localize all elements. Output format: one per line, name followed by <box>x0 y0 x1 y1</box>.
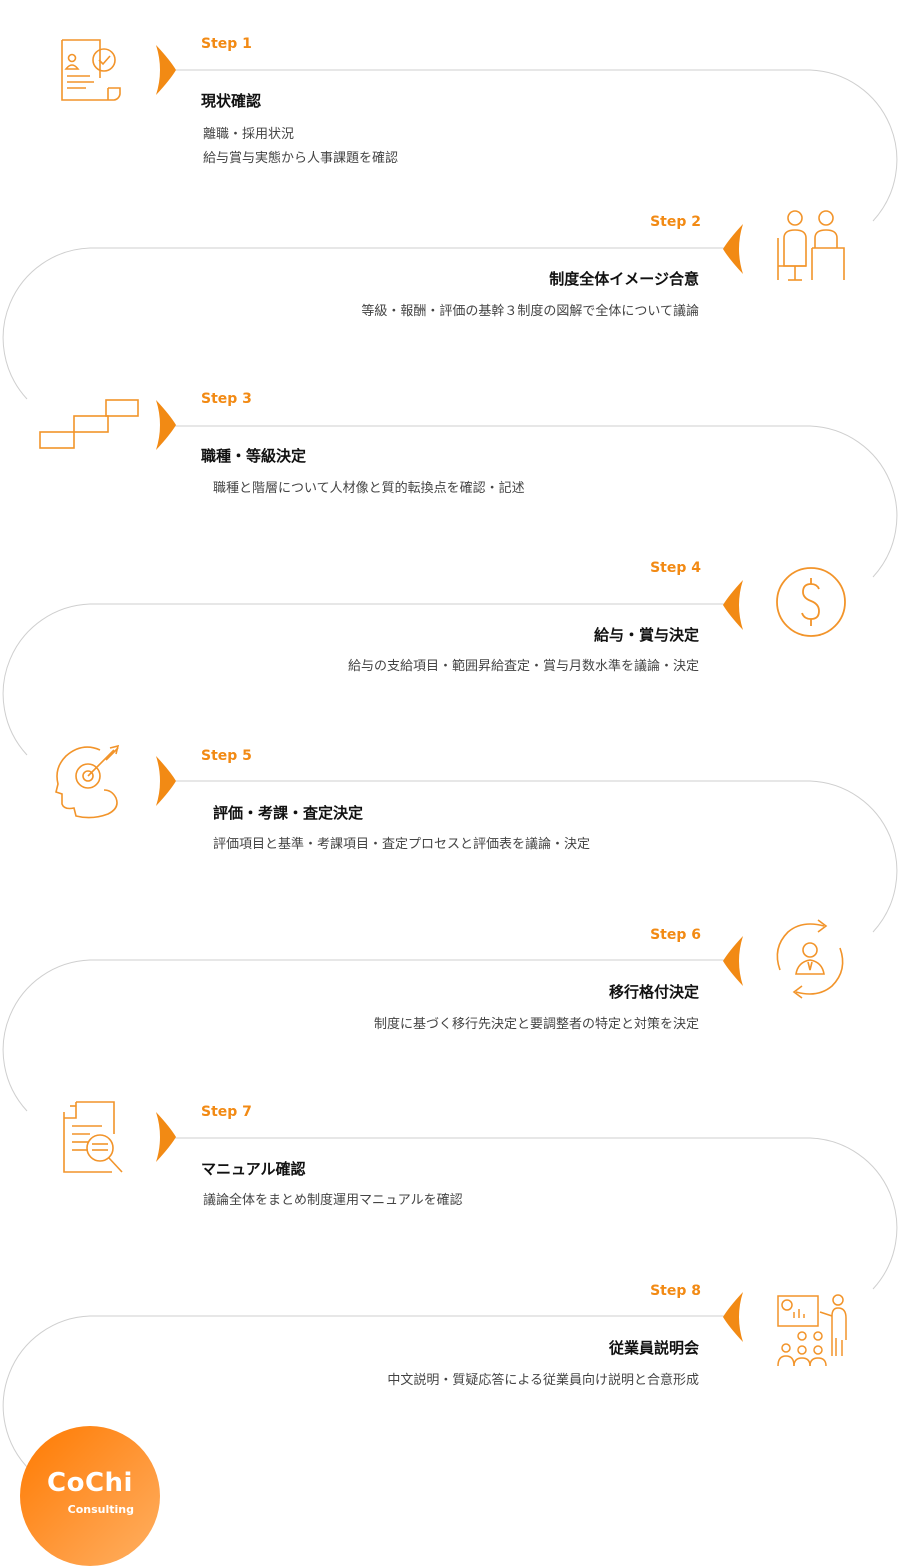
stairs-icon <box>39 399 139 449</box>
head-target-icon <box>55 744 120 819</box>
logo-main-text: CoChi <box>47 1468 133 1498</box>
step7-title: マニュアル確認 <box>201 1160 306 1178</box>
step2-title: 制度全体イメージ合意 <box>549 270 699 288</box>
step1-desc-line2: 給与賞与実態から人事課題を確認 <box>203 151 399 166</box>
step7-desc: 議論全体をまとめ制度運用マニュアルを確認 <box>203 1189 463 1213</box>
step8-arrow <box>723 1292 743 1342</box>
step5-desc-line1: 評価項目と基準・考課項目・査定プロセスと評価表を議論・決定 <box>213 837 591 852</box>
step3-desc: 職種と階層について人材像と質的転換点を確認・記述 <box>213 477 525 501</box>
step6-desc-line1: 制度に基づく移行先決定と要調整者の特定と対策を決定 <box>373 1017 699 1032</box>
step8-desc: 中文説明・質疑応答による従業員向け説明と合意形成 <box>387 1369 699 1393</box>
step1-desc: 離職・採用状況 給与賞与実態から人事課題を確認 <box>203 123 398 171</box>
step3-arrow <box>156 400 176 450</box>
step4-title: 給与・賞与決定 <box>593 626 699 644</box>
step1-arrow <box>156 45 176 95</box>
step3-label: Step 3 <box>201 391 252 407</box>
step2-desc: 等級・報酬・評価の基幹３制度の図解で全体について議論 <box>361 300 699 324</box>
step7-label: Step 7 <box>201 1104 252 1120</box>
logo-sub-text: Consulting <box>67 1503 134 1516</box>
step6-label: Step 6 <box>650 927 701 943</box>
step2-label: Step 2 <box>650 214 701 230</box>
person-cycle-icon <box>776 919 844 999</box>
step3-desc-line1: 職種と階層について人材像と質的転換点を確認・記述 <box>213 481 525 496</box>
step4-arrow <box>723 580 743 630</box>
cochi-logo: CoChi Consulting <box>20 1426 160 1566</box>
step4-desc: 給与の支給項目・範囲昇給査定・賞与月数水準を議論・決定 <box>348 655 699 679</box>
step7-desc-line1: 議論全体をまとめ制度運用マニュアルを確認 <box>203 1193 463 1208</box>
dollar-coin-icon <box>776 567 846 637</box>
step4-desc-line1: 給与の支給項目・範囲昇給査定・賞与月数水準を議論・決定 <box>347 659 699 674</box>
step1-label: Step 1 <box>201 36 252 52</box>
step1-title: 現状確認 <box>201 92 262 110</box>
step4-label: Step 4 <box>650 560 701 576</box>
resume-check-icon <box>61 39 121 101</box>
step2-desc-line1: 等級・報酬・評価の基幹３制度の図解で全体について議論 <box>361 304 699 319</box>
step6-title: 移行格付決定 <box>608 983 699 1001</box>
document-search-icon <box>63 1101 123 1173</box>
step2-arrow <box>723 224 743 274</box>
step6-desc: 制度に基づく移行先決定と要調整者の特定と対策を決定 <box>374 1013 699 1037</box>
step3-title: 職種・等級決定 <box>201 447 307 465</box>
step5-desc: 評価項目と基準・考課項目・査定プロセスと評価表を議論・決定 <box>213 833 590 857</box>
step1-desc-line1: 離職・採用状況 <box>203 127 295 142</box>
meeting-people-icon <box>777 210 845 281</box>
step5-label: Step 5 <box>201 748 252 764</box>
step7-arrow <box>156 1112 176 1162</box>
step8-label: Step 8 <box>650 1283 701 1299</box>
step5-title: 評価・考課・査定決定 <box>213 804 364 822</box>
presentation-icon <box>777 1294 847 1367</box>
step8-desc-line1: 中文説明・質疑応答による従業員向け説明と合意形成 <box>387 1373 699 1388</box>
step8-title: 従業員説明会 <box>608 1339 699 1357</box>
step5-arrow <box>156 756 176 806</box>
step6-arrow <box>723 936 743 986</box>
